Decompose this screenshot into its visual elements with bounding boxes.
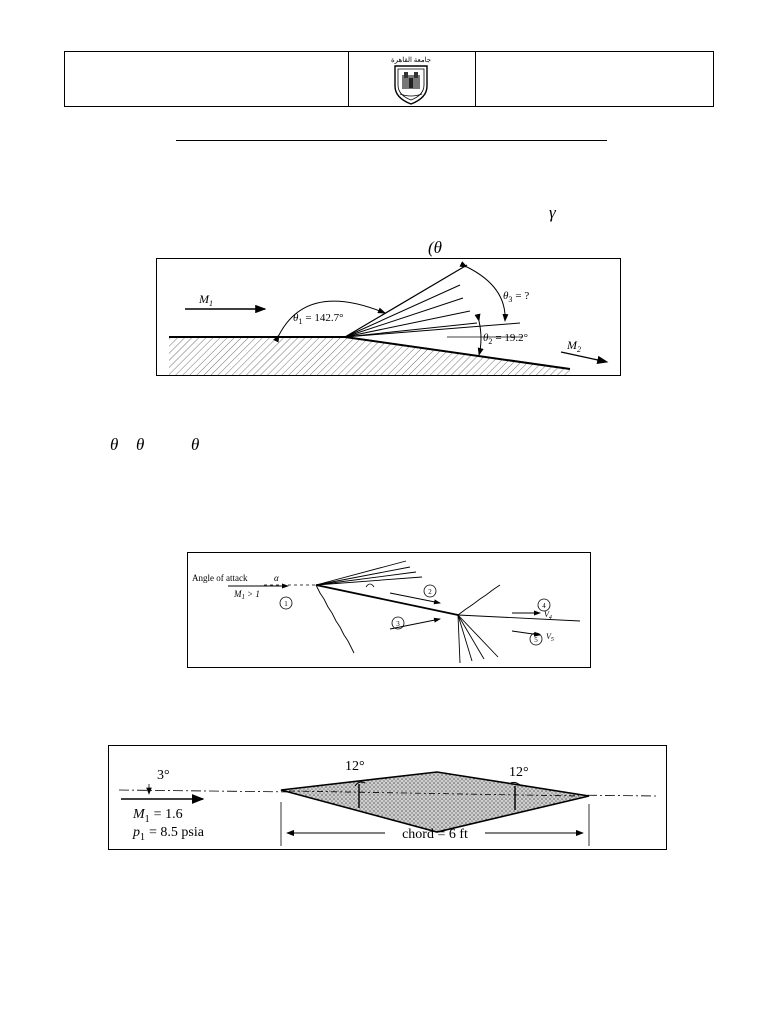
figure-diamond-airfoil: 3° M1= 1.6 p1= 8.5 psia 12° 12° chord = … bbox=[108, 745, 667, 850]
fig1-theta2-label: θ bbox=[483, 332, 489, 344]
fig2-m1-cond: > 1 bbox=[247, 589, 260, 599]
fig1-theta2-sub: 2 bbox=[488, 337, 492, 346]
fig2-region-5-circle bbox=[529, 632, 543, 646]
svg-text:V4: V4 bbox=[544, 610, 552, 621]
fig2-angle-of-attack-label: Angle of attack bbox=[192, 573, 248, 583]
theta-symbol-a: θ bbox=[110, 435, 119, 454]
fig1-m2-label: M bbox=[566, 338, 578, 352]
fig1-m1-sub: 1 bbox=[209, 299, 213, 308]
fig3-p1-sub: 1 bbox=[140, 832, 145, 843]
fig2-region-3-circle bbox=[391, 616, 405, 630]
fig1-theta3-sub: 3 bbox=[508, 295, 512, 304]
fig3-chord-label: chord = 6 ft bbox=[402, 827, 468, 842]
fig1-theta3-value: = ? bbox=[515, 290, 529, 302]
fig3-m1-sub: 1 bbox=[145, 814, 150, 825]
fig3-p1-label: p bbox=[132, 825, 140, 840]
fig2-region-4-circle bbox=[537, 598, 551, 612]
header-logo-cell: جامعة القاهرة bbox=[348, 52, 476, 106]
fig2-region-1-circle bbox=[279, 596, 293, 610]
fig2-alpha-label: α bbox=[274, 573, 279, 583]
logo-arabic-text: جامعة القاهرة bbox=[391, 56, 431, 64]
svg-text:M2: M2 bbox=[566, 338, 581, 354]
fig1-theta3-label: θ bbox=[503, 290, 509, 302]
theta-paren-symbol: (θ bbox=[428, 238, 443, 257]
fig2-m1-label: M bbox=[233, 589, 242, 599]
fig2-region-5: 5 bbox=[534, 636, 538, 644]
fig3-p1-value: = 8.5 psia bbox=[149, 825, 205, 840]
fig2-v4-label: V bbox=[544, 610, 550, 619]
fig2-region-4: 4 bbox=[542, 602, 546, 610]
header-right-cell bbox=[475, 52, 715, 106]
svg-text:M1> 1: M1> 1 bbox=[233, 589, 260, 601]
fig3-alpha-label: 3° bbox=[157, 768, 170, 783]
svg-text:θ3= ?: θ3= ? bbox=[503, 290, 529, 304]
fig1-theta2-value: = 19.2° bbox=[495, 332, 528, 344]
header-table: جامعة القاهرة bbox=[64, 51, 714, 107]
fig2-region-3: 3 bbox=[396, 620, 400, 628]
expansion-corner-diagram: M1 θ1= 142.7° θ3= ? θ2= 19.2° M2 bbox=[169, 261, 609, 375]
figure-flat-plate: Angle of attack α M1> 1 1 2 3 4 5 V4 V5 bbox=[187, 552, 591, 668]
fig1-theta1-label: θ bbox=[293, 312, 299, 324]
svg-text:p1= 8.5 psia: p1 = 8.5 psia bbox=[132, 825, 205, 843]
title-underline bbox=[176, 140, 607, 141]
fig1-theta1-sub: 1 bbox=[298, 317, 302, 326]
svg-text:θ2= 19.2°: θ2= 19.2° bbox=[483, 332, 528, 346]
figure-expansion-corner: M1 θ1= 142.7° θ3= ? θ2= 19.2° M2 bbox=[156, 258, 621, 376]
fig2-v5-label: V bbox=[546, 632, 552, 641]
svg-text:θ1= 142.7°: θ1= 142.7° bbox=[293, 312, 344, 326]
fig3-m1-label: M bbox=[132, 807, 146, 822]
flat-plate-diagram: Angle of attack α M1> 1 1 2 3 4 5 V4 V5 bbox=[192, 560, 581, 664]
theta-symbol-b: θ bbox=[136, 435, 145, 454]
fig2-v5-sub: 5 bbox=[551, 637, 554, 643]
fig2-region-2-circle bbox=[423, 584, 437, 598]
fig2-m1-sub: 1 bbox=[242, 593, 246, 601]
fig3-angle-left-label: 12° bbox=[345, 759, 365, 774]
fig2-v4-sub: 4 bbox=[549, 614, 552, 621]
theta-symbol-c: θ bbox=[191, 435, 200, 454]
fig2-region-1: 1 bbox=[284, 600, 288, 608]
svg-text:M1: M1 bbox=[198, 292, 213, 308]
gamma-symbol: γ bbox=[549, 203, 556, 222]
university-logo: جامعة القاهرة bbox=[391, 56, 431, 105]
diamond-airfoil-diagram: 3° M1= 1.6 p1= 8.5 psia 12° 12° chord = … bbox=[118, 759, 658, 846]
header-left-cell bbox=[65, 52, 349, 106]
svg-text:V5: V5 bbox=[546, 632, 554, 643]
fig1-m1-label: M bbox=[198, 292, 210, 306]
fig1-theta1-value: = 142.7° bbox=[305, 312, 343, 324]
fig1-m2-sub: 2 bbox=[577, 345, 581, 354]
fig3-m1-value: = 1.6 bbox=[154, 807, 183, 822]
svg-text:M1= 1.6: M1 = 1.6 bbox=[132, 807, 183, 825]
fig3-angle-right-label: 12° bbox=[509, 765, 529, 780]
fig2-region-2: 2 bbox=[428, 588, 432, 596]
